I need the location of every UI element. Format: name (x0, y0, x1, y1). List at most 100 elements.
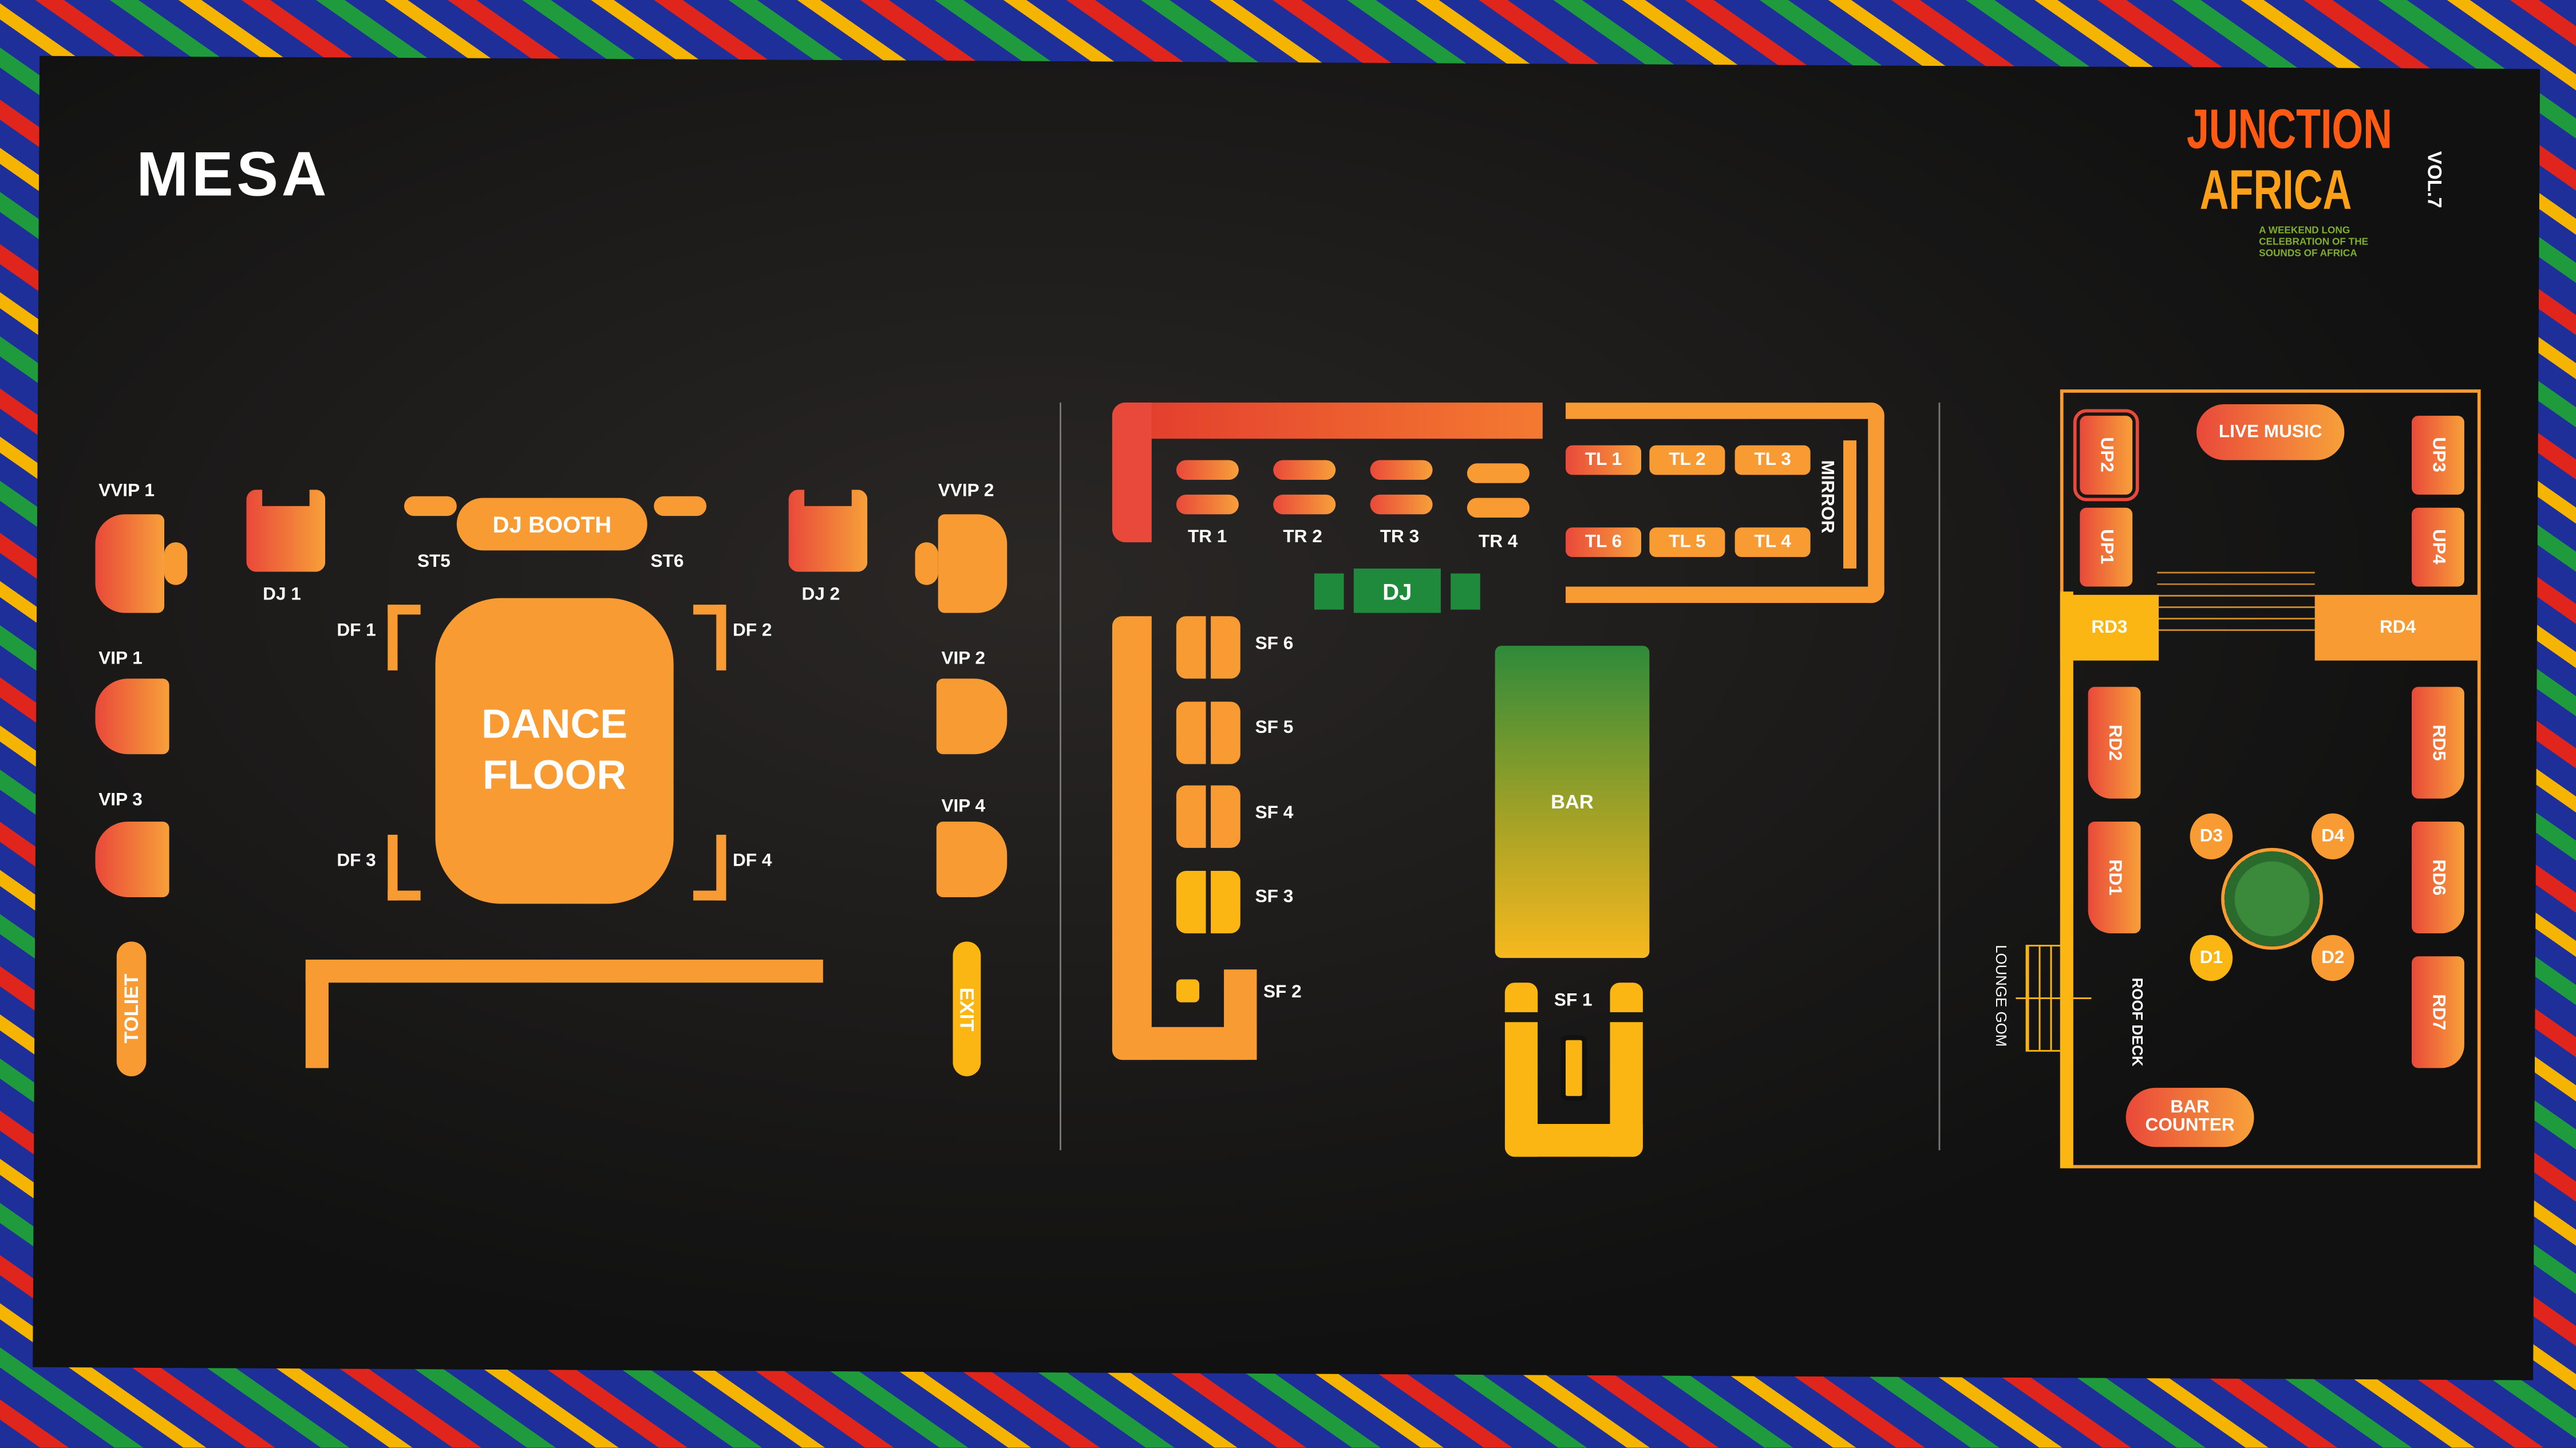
rd1-table[interactable]: RD1 (2088, 821, 2141, 934)
sf-wall-left (1112, 616, 1152, 1060)
d2-table[interactable]: D2 (2311, 934, 2354, 981)
dance-floor[interactable]: DANCE FLOOR (435, 598, 674, 904)
tr3-table[interactable] (1370, 460, 1433, 480)
dj1-label: DJ 1 (263, 585, 301, 605)
rd5-table[interactable]: RD5 (2412, 686, 2464, 799)
dj-speaker-left (1314, 573, 1344, 610)
live-music-stage[interactable]: LIVE MUSIC (2196, 404, 2345, 460)
up4-table[interactable]: UP4 (2412, 507, 2464, 587)
sf5-seat[interactable] (1176, 701, 1206, 764)
tl1-table[interactable]: TL 1 (1566, 445, 1642, 475)
sf1-booth[interactable] (1504, 1022, 1643, 1157)
rd7-table[interactable]: RD7 (2412, 956, 2464, 1068)
tr4-table[interactable] (1467, 463, 1530, 483)
vip1-label: VIP 1 (98, 649, 143, 669)
dj2-label: DJ 2 (801, 585, 840, 605)
tr4-label: TR 4 (1478, 532, 1518, 553)
tr2-seat (1273, 494, 1336, 515)
df1-label: DF 1 (337, 621, 376, 641)
tr2-table[interactable] (1273, 460, 1336, 480)
exit[interactable]: EXIT (953, 941, 981, 1076)
mirror (1843, 440, 1856, 569)
tr3-label: TR 3 (1380, 527, 1420, 547)
sf5-label: SF 5 (1255, 718, 1294, 738)
vip4-booth[interactable] (936, 821, 1008, 897)
stairs (2157, 571, 2315, 641)
rd6-table[interactable]: RD6 (2412, 821, 2464, 934)
tl3-table[interactable]: TL 3 (1735, 445, 1811, 475)
st6-label: ST6 (650, 552, 684, 572)
tr1-table[interactable] (1176, 460, 1239, 480)
tl6-table[interactable]: TL 6 (1566, 527, 1642, 557)
vvip2-booth[interactable] (938, 514, 1008, 613)
roof-deck-label: ROOF DECK (2129, 977, 2146, 1067)
mesa-logo: MESA (136, 141, 330, 211)
dj-console[interactable]: DJ (1353, 568, 1441, 613)
dj-booth[interactable]: DJ BOOTH (456, 498, 647, 551)
wall-left (1112, 403, 1152, 543)
vip1-booth[interactable] (95, 678, 169, 755)
tr3-seat (1370, 494, 1433, 515)
rd2-table[interactable]: RD2 (2088, 686, 2141, 799)
sf2-label: SF 2 (1263, 983, 1302, 1003)
vvip1-booth[interactable] (95, 514, 164, 613)
sf-wall-right (1224, 969, 1257, 1060)
rd4-table[interactable]: RD4 (2314, 594, 2481, 661)
sf3-seat[interactable] (1176, 871, 1206, 934)
sf1-label: SF 1 (1554, 991, 1593, 1011)
speaker-left (404, 496, 457, 516)
st5-label: ST5 (417, 552, 451, 572)
sf6-label: SF 6 (1255, 634, 1294, 654)
sf4-seat[interactable] (1176, 785, 1206, 848)
sf1-post-left (1504, 983, 1538, 1012)
vip3-label: VIP 3 (98, 790, 143, 810)
sf4-table[interactable] (1211, 785, 1240, 848)
tl4-table[interactable]: TL 4 (1735, 527, 1811, 557)
df4-label: DF 4 (732, 851, 772, 871)
sf1-table[interactable] (1560, 1035, 1587, 1101)
d4-table[interactable]: D4 (2311, 813, 2354, 859)
d3-table[interactable]: D3 (2190, 813, 2233, 859)
d1-table[interactable]: D1 (2190, 934, 2233, 981)
wall-vertical (305, 960, 329, 1068)
lounge-gom-label: LOUNGE GOM (1993, 945, 2009, 1047)
roof-wall (2060, 591, 2073, 1169)
bar-counter[interactable]: BAR COUNTER (2125, 1087, 2254, 1147)
sf6-seat[interactable] (1176, 616, 1206, 679)
sf3-table[interactable] (1211, 871, 1240, 934)
sf6-table[interactable] (1211, 616, 1240, 679)
divider (1060, 403, 1061, 1150)
toilet[interactable]: TOLIET (116, 941, 147, 1076)
df3-bracket (388, 834, 421, 901)
event-title-line1: JUNCTION (2186, 98, 2392, 161)
divider (1938, 403, 1941, 1150)
tl-frame (1566, 403, 1884, 603)
vvip1-seat (164, 542, 188, 585)
bar[interactable]: BAR (1495, 645, 1650, 958)
sf4-label: SF 4 (1255, 803, 1294, 823)
vvip2-seat (915, 542, 938, 585)
df1-bracket (388, 605, 421, 670)
df2-label: DF 2 (732, 621, 772, 641)
sf2-table[interactable] (1176, 979, 1200, 1003)
up2-table[interactable]: UP2 (2073, 409, 2139, 502)
tl5-table[interactable]: TL 5 (1649, 527, 1725, 557)
rd3-table[interactable]: RD3 (2060, 594, 2159, 661)
sf5-table[interactable] (1211, 701, 1240, 764)
vip2-label: VIP 2 (941, 649, 986, 669)
vvip1-label: VVIP 1 (98, 481, 155, 502)
vip3-booth[interactable] (95, 821, 169, 897)
tr1-label: TR 1 (1187, 527, 1227, 547)
dj-speaker-right (1451, 573, 1480, 610)
tree-icon (2221, 847, 2324, 950)
tl2-table[interactable]: TL 2 (1649, 445, 1725, 475)
vvip2-label: VVIP 2 (938, 481, 994, 502)
df3-label: DF 3 (337, 851, 376, 871)
vip2-booth[interactable] (936, 678, 1008, 755)
vip4-label: VIP 4 (941, 796, 986, 817)
up1-table[interactable]: UP1 (2080, 507, 2133, 587)
df4-bracket (693, 834, 726, 901)
wall-top (1112, 403, 1543, 439)
up3-table[interactable]: UP3 (2412, 416, 2464, 495)
